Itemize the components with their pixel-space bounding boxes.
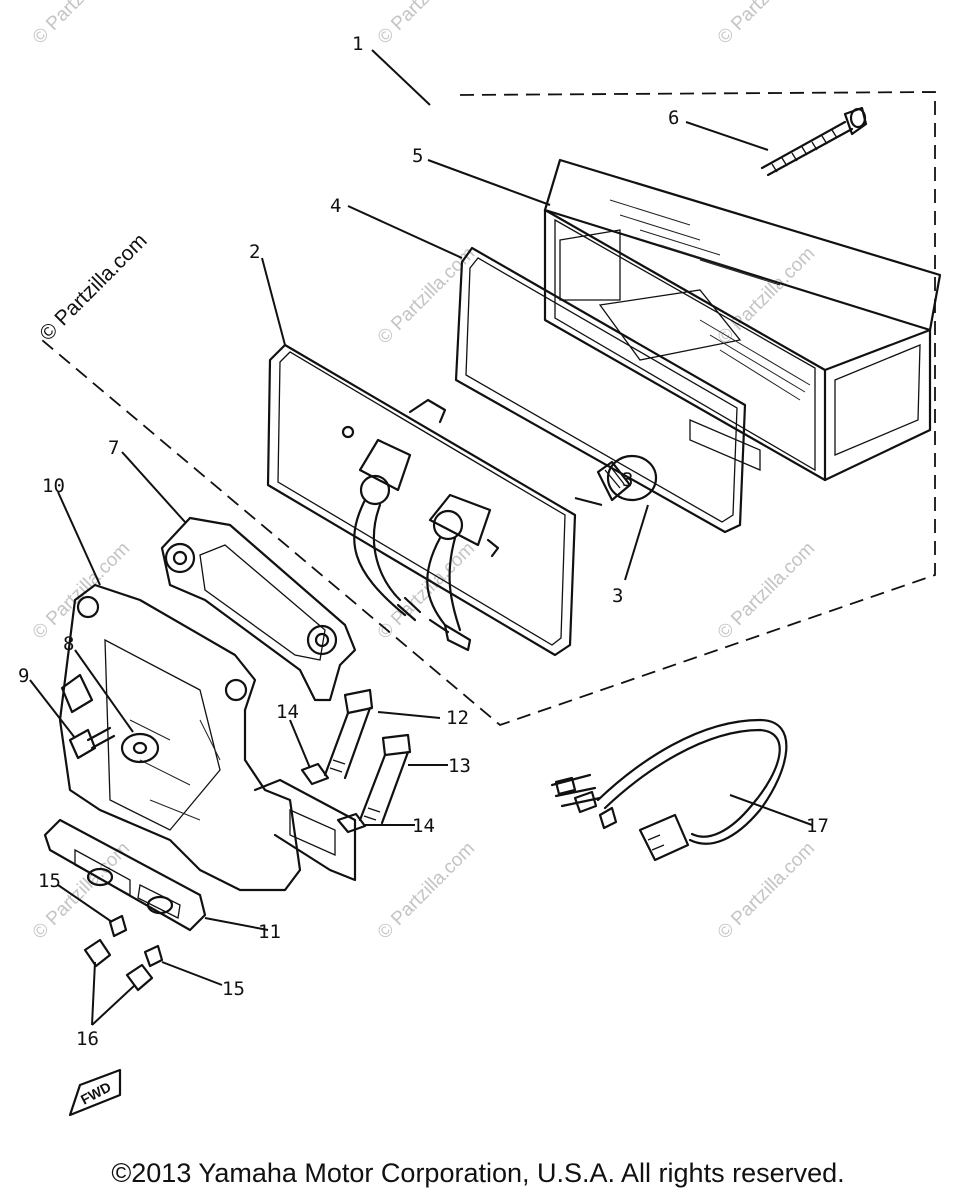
callout-4: 4: [330, 195, 341, 217]
gasket-part-4: [454, 246, 747, 534]
washer-part-8: [120, 732, 160, 764]
lens-part-5: [543, 158, 942, 482]
fwd-arrow-icon: FWD: [68, 1068, 122, 1117]
bracket-part-7: [160, 516, 357, 702]
license-bracket-part-10: [58, 583, 357, 892]
assembly-outline: [41, 91, 936, 727]
callout-12: 12: [446, 707, 469, 729]
callout-15: 15: [222, 978, 245, 1000]
callout-17: 17: [806, 815, 829, 837]
bulb-part-3: [596, 454, 658, 502]
watermark-text: © Partzilla.com: [714, 838, 819, 943]
harness-part-17: [550, 718, 788, 862]
callout-3: 3: [612, 585, 623, 607]
bolt-part-9: [60, 673, 116, 760]
callout-7: 7: [108, 437, 119, 459]
callout-16: 16: [76, 1028, 99, 1050]
callout-10: 10: [42, 475, 65, 497]
bolt-part-12: [323, 688, 374, 780]
callout-1: 1: [352, 33, 363, 55]
callout-15: 15: [38, 870, 61, 892]
watermark-text: © Partzilla.com: [714, 243, 819, 348]
callout-6: 6: [668, 107, 679, 129]
callout-13: 13: [448, 755, 471, 777]
bolt-part-13: [358, 733, 412, 825]
watermark-text: © Partzilla.com: [29, 0, 134, 49]
callout-8: 8: [63, 633, 74, 655]
reflector-part-11: [43, 818, 207, 932]
watermark-text: © Partzilla.com: [374, 838, 479, 943]
callout-9: 9: [18, 665, 29, 687]
callout-14: 14: [412, 815, 435, 837]
callout-14: 14: [276, 701, 299, 723]
screw-part-15: [108, 914, 164, 968]
copyright-notice: ©2013 Yamaha Motor Corporation, U.S.A. A…: [111, 1158, 845, 1188]
callout-2: 2: [249, 241, 260, 263]
watermark-text: © Partzilla.com: [714, 538, 819, 643]
watermark-text: © Partzilla.com: [374, 538, 479, 643]
watermark-text: © Partzilla.com: [35, 229, 151, 345]
screw-part-6: [760, 106, 868, 177]
watermark-text: © Partzilla.com: [714, 0, 819, 49]
watermark-text: © Partzilla.com: [374, 0, 479, 49]
watermarks: © Partzilla.com © Partzilla.com © Partzi…: [29, 0, 819, 944]
watermark-text: © Partzilla.com: [29, 538, 134, 643]
callout-11: 11: [258, 921, 281, 943]
leader-lines: [29, 49, 813, 1026]
callout-5: 5: [412, 145, 423, 167]
callout-numbers: 1 2 3 3 4 5 6 7 8 9 10 11 12 13 14 14 15…: [18, 33, 829, 1050]
callout-3: 3: [622, 469, 633, 491]
base-plate-part-2: [266, 343, 577, 657]
